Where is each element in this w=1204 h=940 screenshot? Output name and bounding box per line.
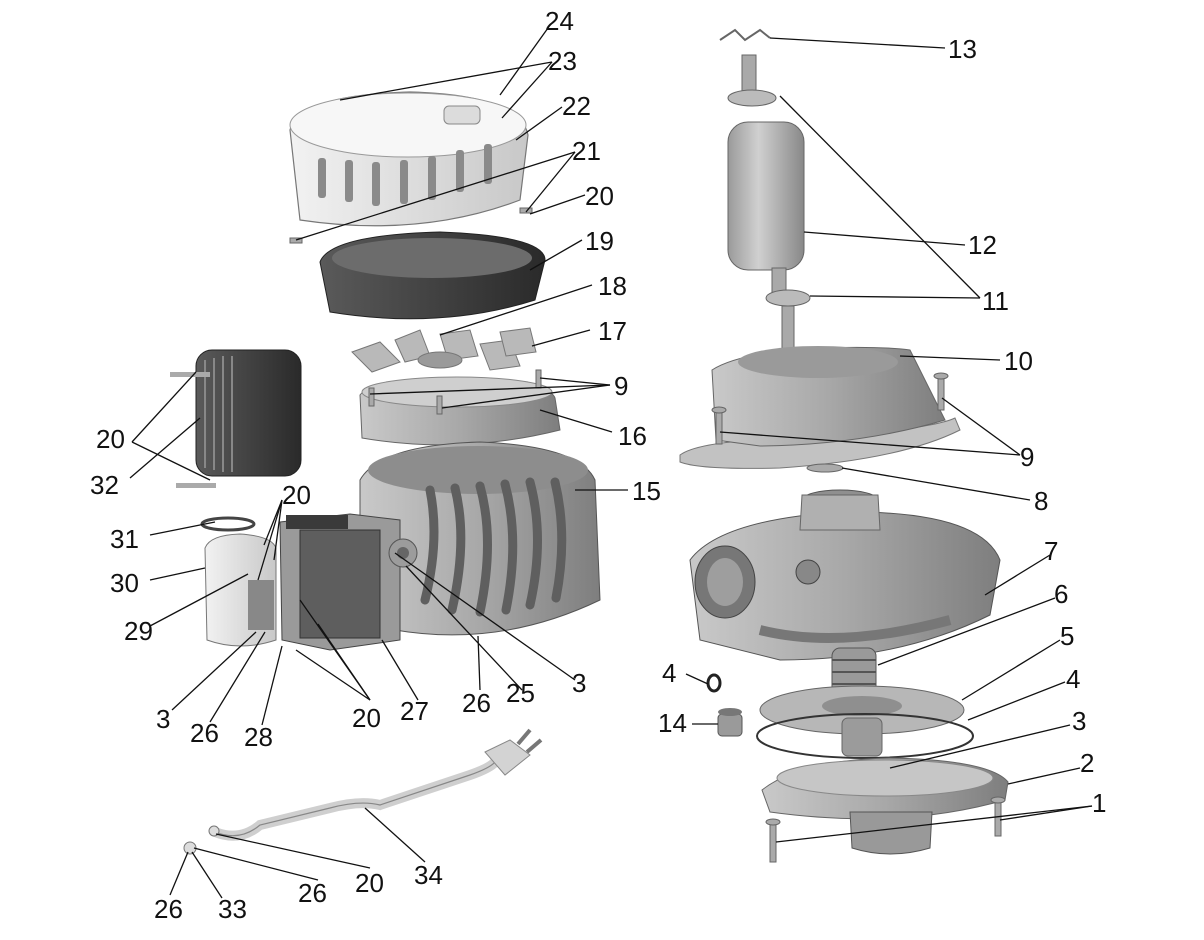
part-number-label: 12: [968, 230, 997, 260]
part-number-label: 18: [598, 271, 627, 301]
part-number-label: 23: [548, 46, 577, 76]
cable-gland-part: [388, 538, 418, 568]
switch-housing-part: [200, 516, 277, 647]
o-ring-part: [756, 713, 974, 759]
impeller-part: [759, 685, 965, 757]
part-number-label: 11: [982, 286, 1009, 316]
part-number-label: 4: [1066, 664, 1080, 694]
part-number-label: 28: [244, 722, 273, 752]
pump-body-part: [689, 489, 1001, 661]
part-number-label: 19: [585, 226, 614, 256]
part-number-label: 27: [400, 696, 429, 726]
motor-housing-part: [359, 441, 601, 636]
part-number-label: 13: [948, 34, 977, 64]
part-number-label: 32: [90, 470, 119, 500]
shaft-key-part: [719, 28, 771, 42]
motor-flange-part: [679, 346, 961, 469]
fan-cover-part: [289, 91, 529, 227]
rotor-shaft-part: [727, 54, 811, 397]
part-number-label: 8: [1034, 486, 1048, 516]
part-number-label: 15: [632, 476, 661, 506]
part-number-label: 17: [598, 316, 627, 346]
part-number-label: 16: [618, 421, 647, 451]
bearing-flange-part: [359, 376, 561, 446]
part-number-label: 20: [282, 480, 311, 510]
part-number-label: 20: [352, 703, 381, 733]
part-number-label: 25: [506, 678, 535, 708]
part-number-label: 31: [110, 524, 139, 554]
part-number-label: 10: [1004, 346, 1033, 376]
part-number-label: 3: [572, 668, 586, 698]
part-number-label: 3: [1072, 706, 1086, 736]
small-o-ring-part: [706, 673, 722, 693]
part-number-label: 30: [110, 568, 139, 598]
part-number-label: 5: [1060, 621, 1074, 651]
part-number-label: 20: [585, 181, 614, 211]
part-number-label: 3: [156, 704, 170, 734]
part-number-label: 20: [96, 424, 125, 454]
part-number-label: 9: [614, 371, 628, 401]
dark-shroud-part: [319, 231, 546, 320]
part-number-label: 22: [562, 91, 591, 121]
part-number-label: 26: [154, 894, 183, 924]
part-number-label: 4: [662, 658, 676, 688]
part-number-label: 14: [658, 708, 687, 738]
drain-plug-part: [717, 708, 743, 737]
cooling-fan-part: [351, 327, 537, 373]
pump-base-part: [761, 757, 1009, 855]
part-number-label: 7: [1044, 536, 1058, 566]
part-number-label: 26: [462, 688, 491, 718]
part-number-label: 9: [1020, 442, 1034, 472]
part-number-label: 24: [545, 6, 574, 36]
part-number-label: 20: [355, 868, 384, 898]
part-number-label: 6: [1054, 579, 1068, 609]
part-number-label: 2: [1080, 748, 1094, 778]
part-number-label: 26: [190, 718, 219, 748]
part-number-label: 29: [124, 616, 153, 646]
leader-lines: [129, 27, 1093, 899]
part-number-label: 26: [298, 878, 327, 908]
part-number-label: 1: [1092, 788, 1106, 818]
capacitor-part: [170, 349, 302, 488]
power-cord-part: [183, 728, 543, 855]
mechanical-seal-part: [831, 647, 877, 697]
part-number-label: 21: [572, 136, 601, 166]
bolts-part: [289, 207, 1006, 863]
terminal-box-part: [279, 513, 401, 651]
part-number-label: 33: [218, 894, 247, 924]
seal-ring-part: [806, 463, 844, 473]
part-number-label: 34: [414, 860, 443, 890]
